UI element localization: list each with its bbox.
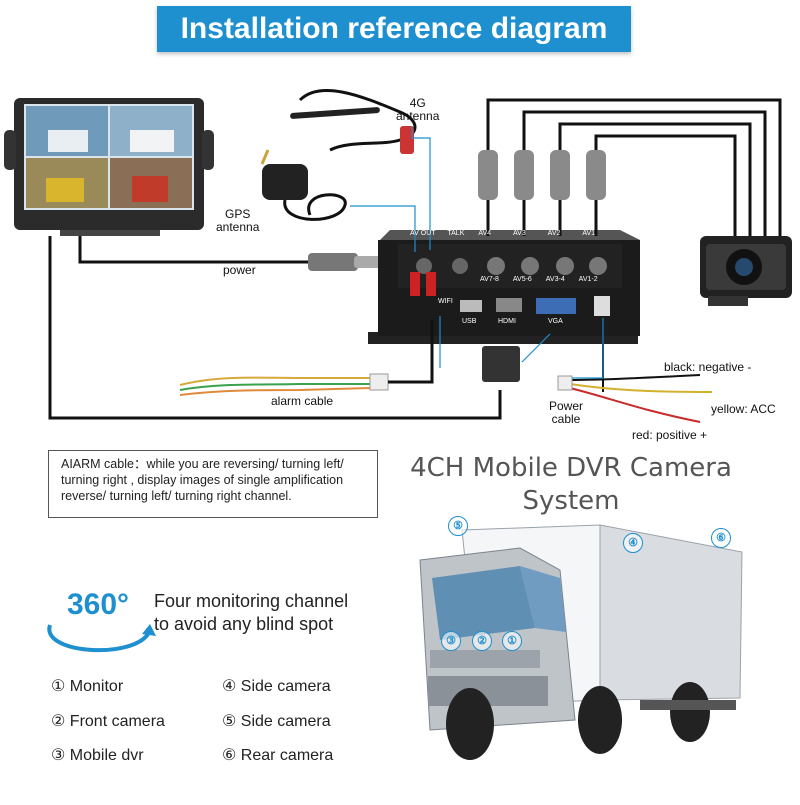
aviation-connectors [478, 150, 606, 200]
antenna-4g [290, 88, 417, 154]
badge-360: 360° [47, 588, 156, 653]
truck-marker-2: ② [472, 631, 492, 651]
legend-monitor: ① Monitor [51, 678, 124, 695]
title-banner: Installation reference diagram [157, 6, 631, 52]
monitor [4, 98, 214, 236]
legend-rear-camera: ⑥ Rear camera [222, 747, 334, 764]
port-wifi: WIFI [438, 298, 453, 305]
power-label: power [223, 263, 256, 277]
dvr-port-labels-2: AV7-8 AV5-6 AV3-4 AV1-2 [480, 276, 598, 283]
vga-connector [482, 346, 520, 382]
port-av1: AV1 [582, 230, 596, 237]
port-av78: AV7-8 [480, 276, 499, 283]
power-wire [78, 236, 310, 264]
dvr-port-labels: AV OUT TALK AV4 AV3 AV2 AV1 [410, 230, 595, 237]
truck-marker-1: ① [502, 631, 522, 651]
mobile-dvr [368, 230, 640, 344]
note-line-3: reverse/ turning left/ turning right cha… [61, 489, 292, 503]
red-positive-label: red: positive + [632, 428, 708, 442]
truck-marker-4: ④ [623, 533, 643, 553]
legend-side-camera-5: ⑤ Side camera [222, 713, 331, 730]
port-av3: AV3 [513, 230, 526, 237]
port-av2: AV2 [547, 230, 561, 237]
port-vga: VGA [548, 318, 563, 325]
port-av56: AV5-6 [512, 276, 532, 283]
power-connector [308, 253, 380, 271]
yellow-acc-label: yellow: ACC [711, 402, 776, 416]
alarm-cable-label: alarm cable [271, 394, 334, 408]
port-usb: USB [462, 318, 477, 325]
rear-camera [700, 236, 792, 306]
truck-illustration [419, 524, 743, 760]
leader-lines [350, 126, 604, 379]
legend-mobile-dvr: ③ Mobile dvr [51, 747, 144, 764]
port-av12: AV1-2 [578, 276, 598, 283]
port-hdmi: HDMI [498, 318, 516, 325]
feature-text: Four monitoring channel to avoid any bli… [154, 591, 349, 634]
note-line-2: turning right , display images of single… [61, 473, 344, 487]
alarm-cable [179, 320, 434, 396]
note-line-1: AIARM cable：while you are reversing/ tur… [61, 457, 344, 471]
port-av4: AV4 [478, 230, 492, 237]
badge-360-text: 360° [67, 588, 129, 621]
gps-antenna [260, 149, 347, 221]
legend-side-camera-4: ④ Side camera [222, 678, 331, 695]
black-negative-label: black: negative - [664, 360, 752, 374]
port-av-out: AV OUT [410, 230, 436, 237]
port-talk: TALK [447, 230, 465, 237]
truck-marker-3: ③ [441, 631, 461, 651]
monitor-video-wire [48, 236, 502, 420]
system-title: 4CH Mobile DVR Camera System [410, 453, 732, 516]
alarm-note-box: AIARM cable：while you are reversing/ tur… [48, 450, 378, 518]
truck-marker-6: ⑥ [711, 528, 731, 548]
truck-marker-5: ⑤ [448, 516, 468, 536]
port-av34: AV3-4 [545, 276, 565, 283]
legend-front-camera: ② Front camera [51, 713, 165, 730]
